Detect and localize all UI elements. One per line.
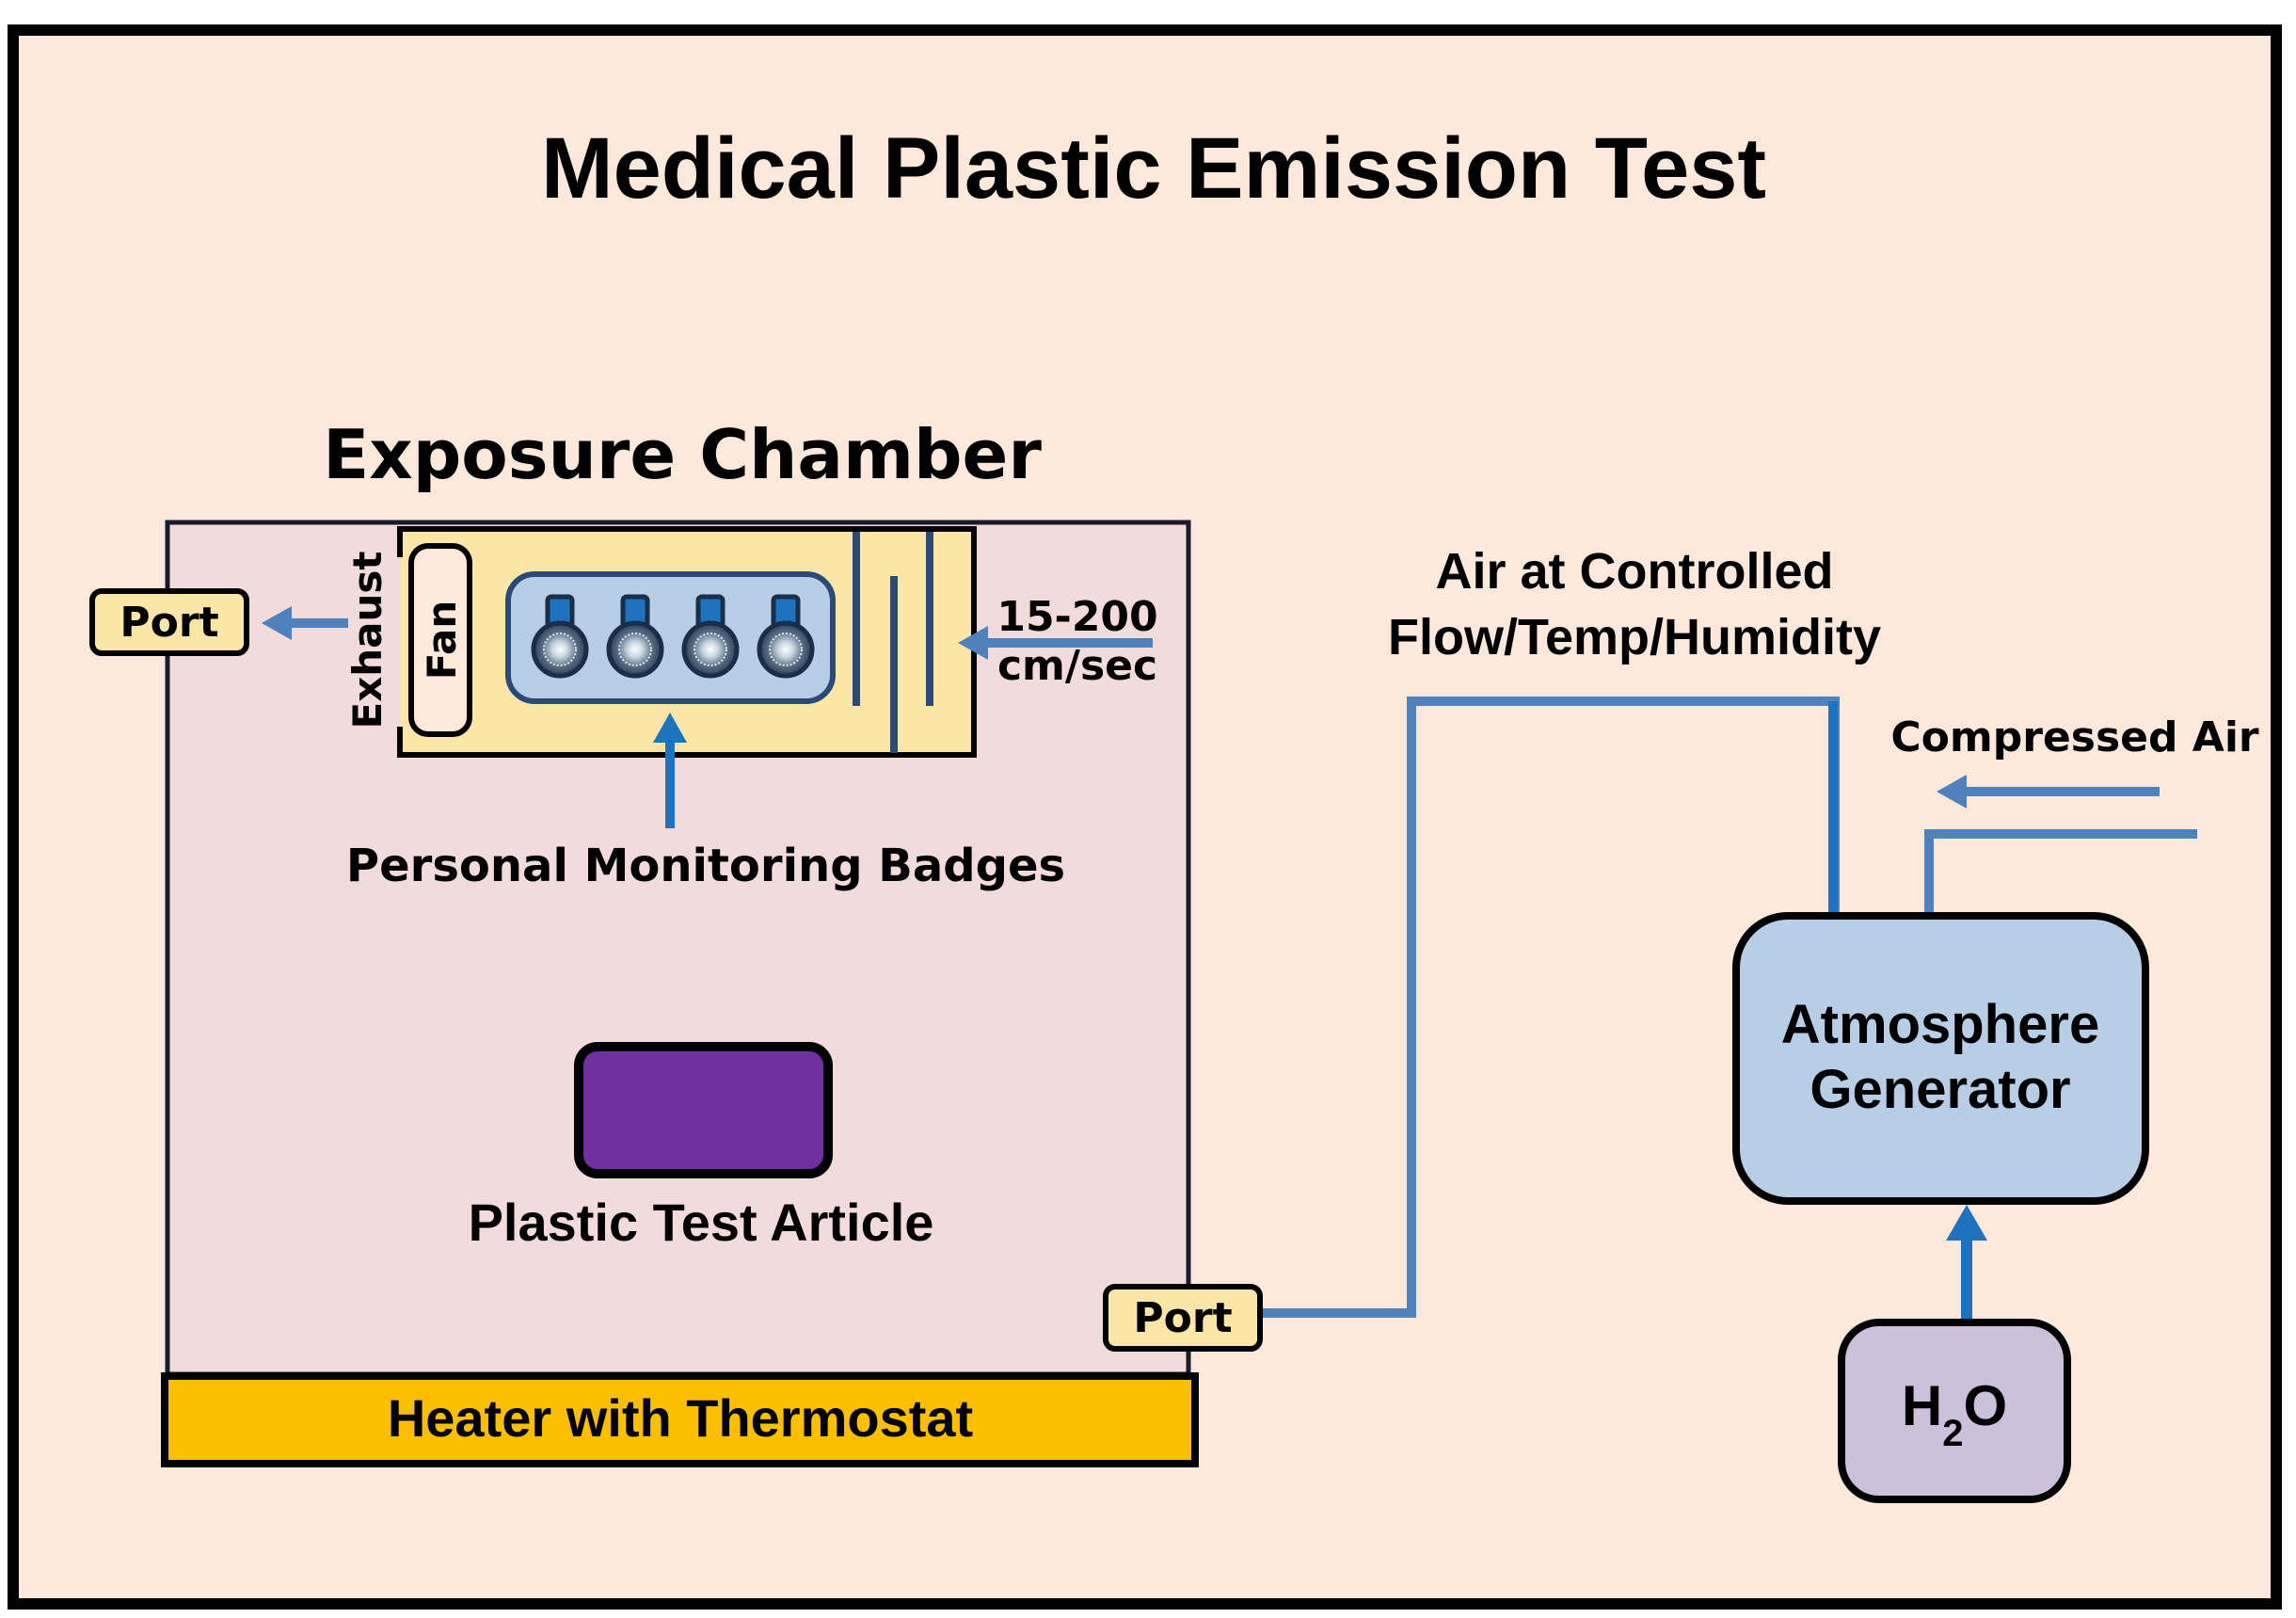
heater-label: Heater with Thermostat	[388, 1388, 973, 1448]
badge-sensor-ring	[769, 633, 803, 666]
monitoring-badges	[531, 594, 815, 679]
inlet-port	[1103, 1284, 1263, 1352]
monitoring-badge	[757, 594, 815, 679]
badge-sensor	[681, 620, 740, 679]
test-article-label: Plastic Test Article	[469, 1193, 934, 1252]
airflow-speed-line2: cm/sec	[997, 642, 1157, 690]
fan	[408, 543, 472, 737]
badge-sensor	[757, 620, 815, 679]
water-o: O	[1963, 1374, 2007, 1437]
badge-sensor	[606, 620, 664, 679]
water-feed-arrowhead	[1946, 1205, 1987, 1241]
generator-line1: Atmosphere	[1781, 994, 2099, 1055]
heater	[161, 1372, 1199, 1467]
atmosphere-generator	[1732, 912, 2149, 1205]
badge-sensor	[531, 620, 589, 679]
badges-pointer-arrowhead	[653, 713, 687, 743]
badge-sensor-ring	[618, 633, 652, 666]
compressed-air-pipe	[1924, 829, 2197, 918]
diagram-title: Medical Plastic Emission Test	[541, 120, 1766, 216]
badges-label: Personal Monitoring Badges	[346, 840, 1065, 892]
chamber-title: Exposure Chamber	[323, 415, 1042, 494]
fan-label: Fan	[419, 601, 465, 680]
water-source	[1838, 1319, 2071, 1503]
generator-line2: Generator	[1810, 1059, 2070, 1120]
airflow-speed-line1: 15-200	[997, 593, 1157, 641]
monitoring-badge	[531, 594, 589, 679]
exhaust-port	[89, 588, 249, 656]
badge-holder	[505, 571, 836, 704]
exhaust-label: Exhaust	[344, 552, 391, 729]
water-h: H	[1902, 1374, 1942, 1437]
badge-sensor-ring	[543, 633, 577, 666]
monitoring-badge	[606, 594, 664, 679]
exhaust-arrowhead	[262, 606, 292, 640]
compressed-air-label: Compressed Air	[1890, 713, 2259, 761]
badge-sensor-ring	[694, 633, 727, 666]
airflow-inlet-arrowhead	[958, 626, 988, 660]
monitoring-badge	[681, 594, 740, 679]
plastic-test-article	[574, 1042, 833, 1178]
water-subscript: 2	[1942, 1413, 1963, 1454]
exhaust-port-label: Port	[120, 599, 218, 647]
controlled-air-line1: Air at Controlled	[1435, 543, 1833, 600]
compressed-air-arrowhead	[1937, 775, 1967, 809]
controlled-air-line2: Flow/Temp/Humidity	[1388, 609, 1881, 665]
inlet-port-label: Port	[1133, 1294, 1232, 1342]
water-formula: H2O	[1902, 1374, 2007, 1454]
